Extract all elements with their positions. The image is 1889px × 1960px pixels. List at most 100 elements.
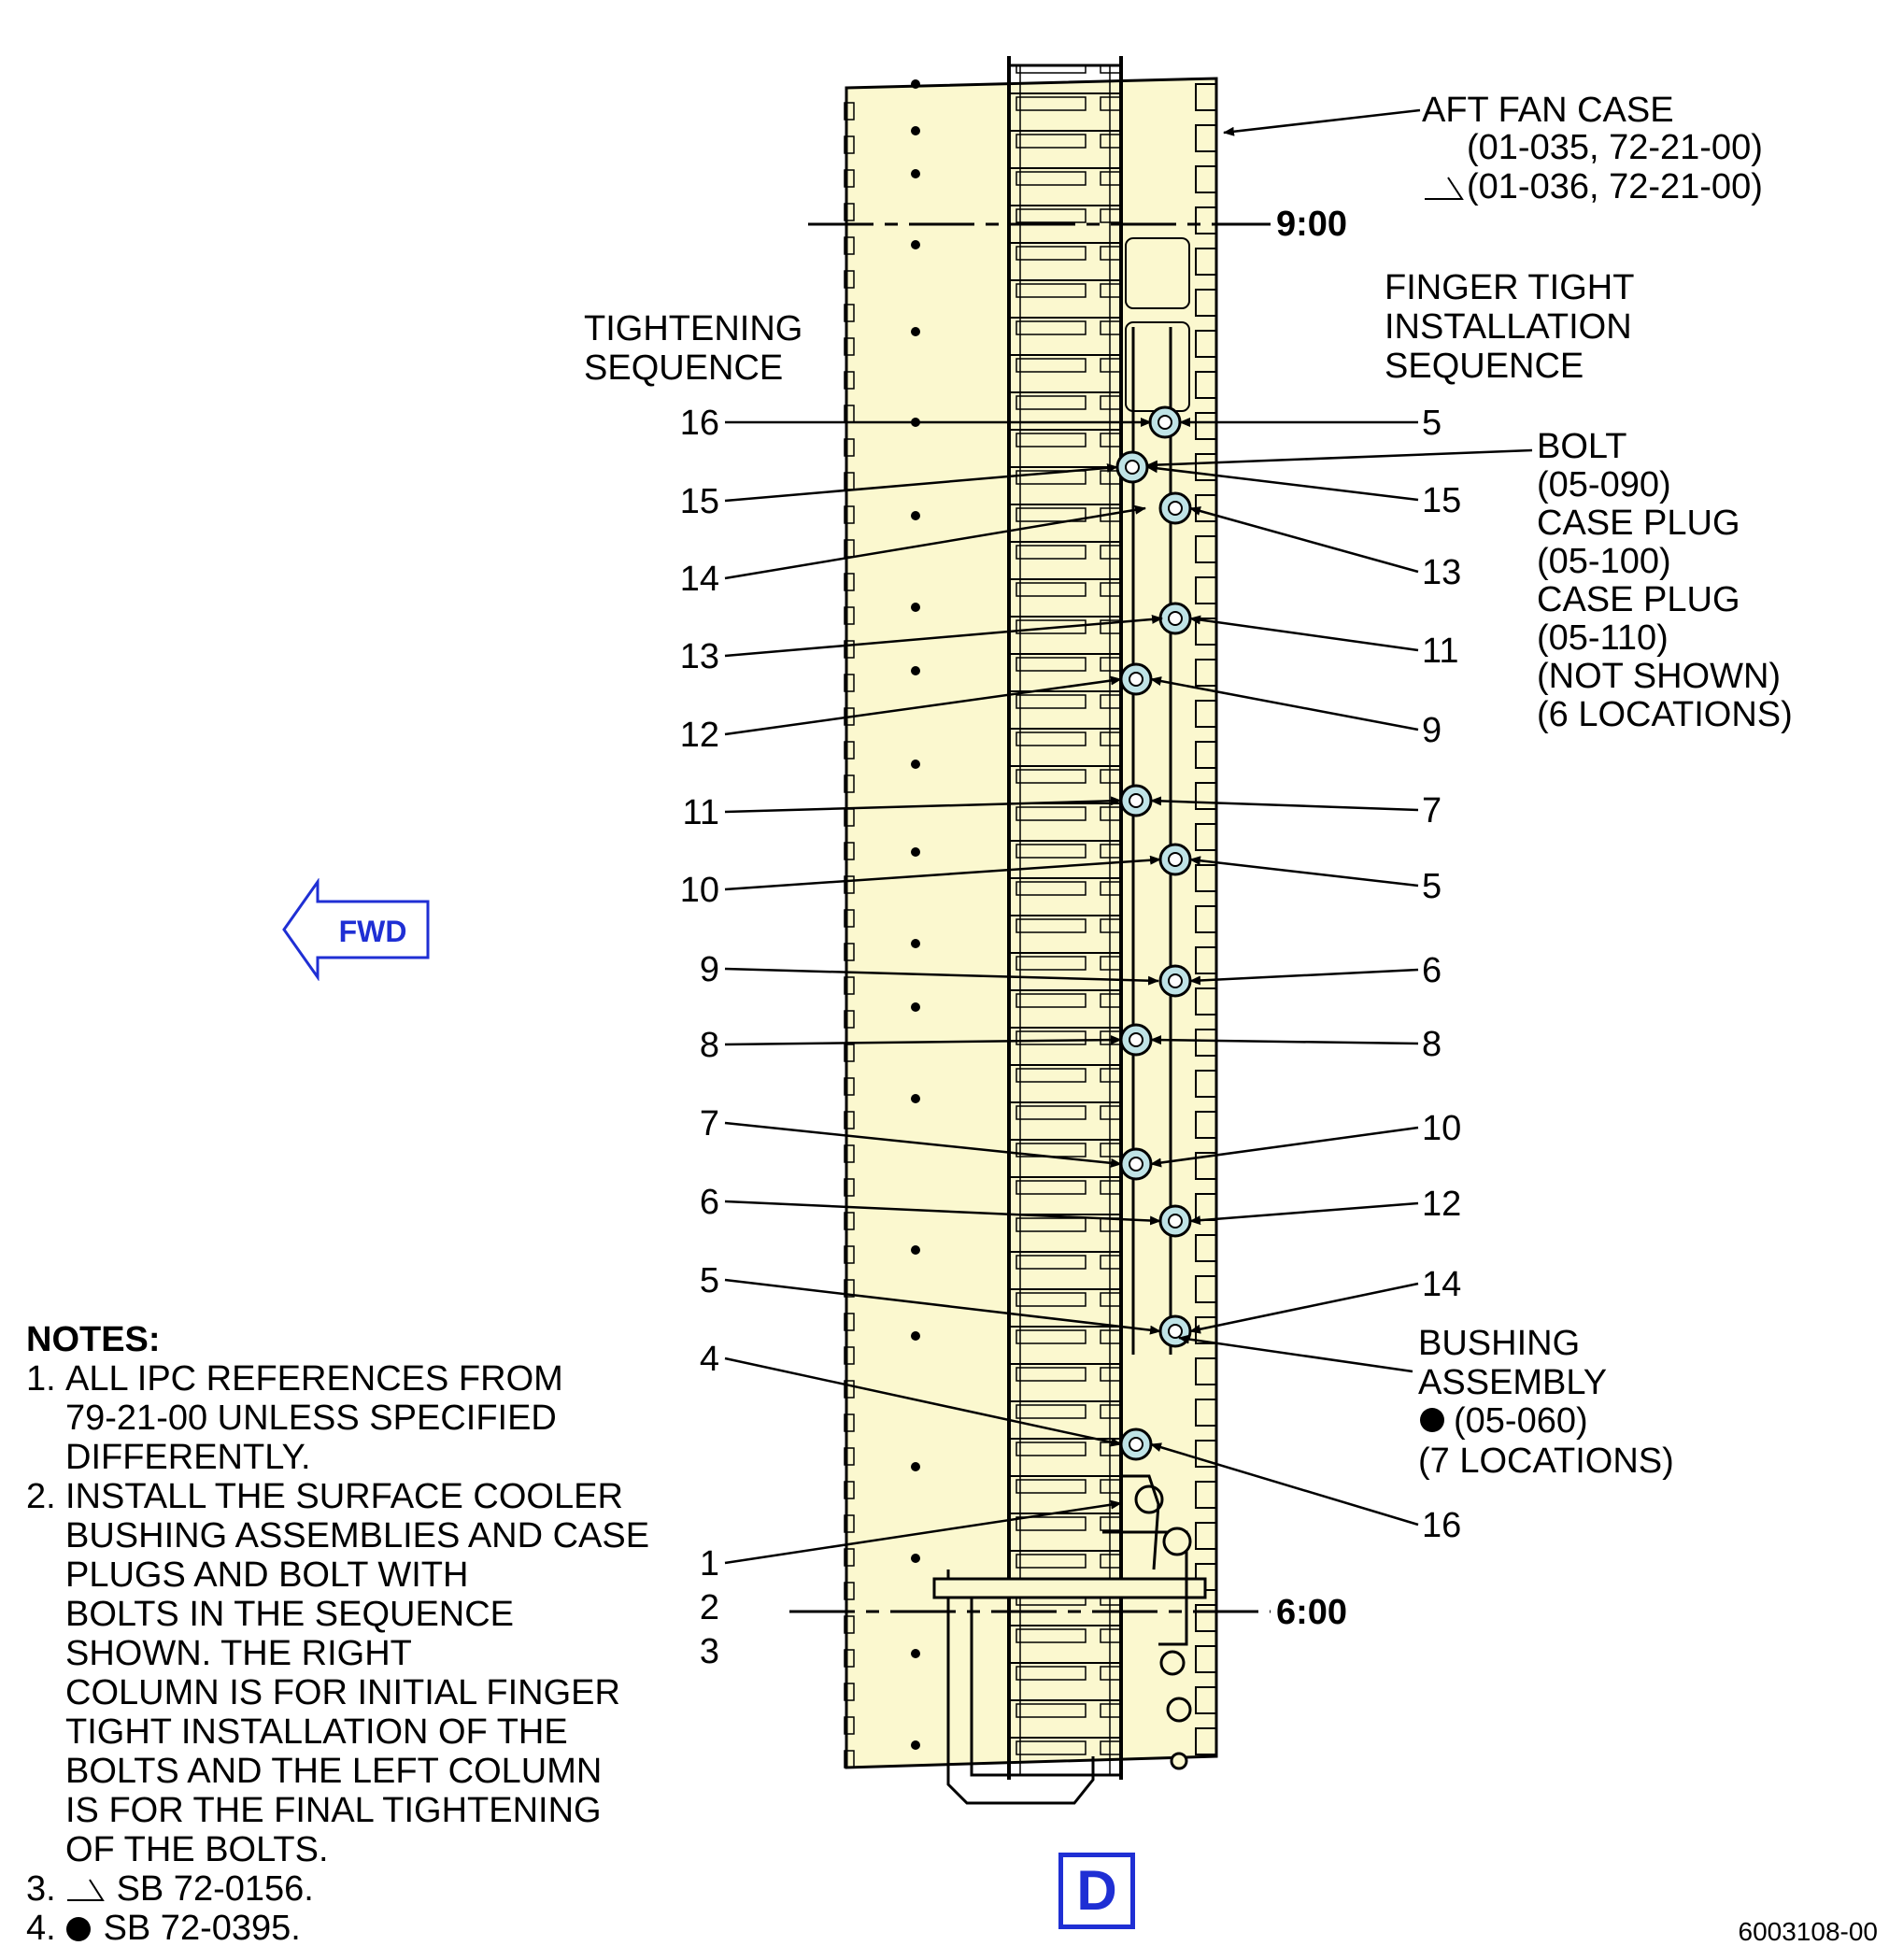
bolt-marker-center bbox=[1168, 1324, 1183, 1339]
right-seq-number: 9 bbox=[1422, 711, 1442, 750]
rivet-dot bbox=[911, 1002, 920, 1012]
bolt-marker-center bbox=[1129, 1032, 1143, 1047]
svg-text:SEQUENCE: SEQUENCE bbox=[1385, 347, 1584, 386]
fwd-arrow: FWD bbox=[282, 878, 430, 981]
left-seq-number: 4 bbox=[700, 1340, 719, 1379]
svg-text:CASE PLUG: CASE PLUG bbox=[1537, 504, 1740, 543]
bolt-marker-center bbox=[1168, 1214, 1183, 1229]
bolt-marker-center bbox=[1125, 460, 1140, 475]
bolt-marker-center bbox=[1158, 415, 1172, 430]
left-seq-number: 13 bbox=[680, 637, 719, 676]
left-seq-leader bbox=[724, 1035, 1122, 1046]
left-seq-leader bbox=[724, 504, 1146, 580]
right-seq-number: 16 bbox=[1422, 1506, 1461, 1545]
aft-fan-case-callout: AFT FAN CASE (01-035, 72-21-00) (01-036,… bbox=[1223, 91, 1763, 206]
lower-plumbing bbox=[932, 1474, 1207, 1805]
svg-text:(NOT SHOWN): (NOT SHOWN) bbox=[1537, 657, 1781, 696]
left-seq-leader bbox=[724, 462, 1118, 503]
fwd-label: FWD bbox=[339, 915, 407, 948]
svg-text:CASE PLUG: CASE PLUG bbox=[1537, 580, 1740, 619]
revision-triangle-icon bbox=[1425, 177, 1464, 200]
view-d-label: D bbox=[1058, 1853, 1135, 1929]
ladder-section bbox=[1007, 64, 1123, 1777]
svg-text:(05-100): (05-100) bbox=[1537, 542, 1671, 581]
left-seq-leader bbox=[724, 614, 1163, 658]
fwd-arrow-icon bbox=[282, 878, 430, 981]
svg-text:FINGER TIGHT: FINGER TIGHT bbox=[1385, 268, 1634, 307]
right-seq-number: 6 bbox=[1422, 951, 1442, 990]
right-seq-number: 11 bbox=[1422, 632, 1458, 671]
right-seq-number: 10 bbox=[1422, 1109, 1461, 1148]
svg-text:INSTALLATION: INSTALLATION bbox=[1385, 307, 1632, 347]
notes-title: NOTES: bbox=[26, 1320, 161, 1359]
right-seq-leader bbox=[1189, 1201, 1419, 1226]
right-seq-leader bbox=[1189, 856, 1419, 888]
left-seq-number: 12 bbox=[680, 716, 719, 755]
left-seq-number: 8 bbox=[700, 1026, 719, 1065]
left-seq-number: 11 bbox=[683, 793, 719, 832]
rivet-dot bbox=[911, 1554, 920, 1563]
left-seq-leader bbox=[724, 967, 1159, 986]
svg-text:(05-060): (05-060) bbox=[1454, 1401, 1588, 1441]
right-seq-number: 15 bbox=[1422, 481, 1461, 520]
right-seq-leader bbox=[1189, 968, 1419, 986]
bolt-marker-center bbox=[1168, 852, 1183, 867]
note-3: 3. SB 72-0156. bbox=[26, 1869, 314, 1909]
left-seq-number: 10 bbox=[680, 871, 719, 910]
rivet-dot bbox=[911, 240, 920, 249]
aft-fan-case-title: AFT FAN CASE bbox=[1422, 91, 1674, 130]
aft-fan-case-ref1: (01-035, 72-21-00) bbox=[1467, 128, 1763, 167]
rivet-dot bbox=[911, 169, 920, 178]
bolt-marker-center bbox=[1129, 793, 1143, 808]
left-seq-number: 16 bbox=[680, 404, 719, 443]
svg-text:SEQUENCE: SEQUENCE bbox=[584, 348, 783, 388]
svg-text:(05-110): (05-110) bbox=[1537, 618, 1669, 658]
rivet-dot bbox=[911, 1094, 920, 1103]
rivet-dot bbox=[911, 847, 920, 857]
left-seq-number: 15 bbox=[680, 482, 719, 521]
right-seq-leader bbox=[1146, 463, 1419, 502]
rivet-dot bbox=[911, 1740, 920, 1750]
revision-triangle-icon bbox=[67, 1879, 105, 1901]
left-seq-number: 9 bbox=[700, 950, 719, 989]
bolt-marker-center bbox=[1168, 501, 1183, 516]
bolt-marker-center bbox=[1168, 611, 1183, 626]
svg-text:TIGHTENING: TIGHTENING bbox=[584, 309, 802, 348]
rivet-dot bbox=[911, 126, 920, 135]
left-seq-leader bbox=[724, 1356, 1122, 1447]
left-seq-number: 5 bbox=[700, 1261, 719, 1300]
left-edge-teeth bbox=[844, 102, 855, 1768]
svg-text:BUSHING: BUSHING bbox=[1418, 1324, 1580, 1363]
rivet-dot bbox=[911, 1331, 920, 1341]
surface-cooler-panel bbox=[844, 56, 1218, 1805]
left-seq-leader bbox=[724, 796, 1122, 814]
rivet-dot bbox=[911, 1649, 920, 1658]
left-seq-leader bbox=[724, 1499, 1122, 1565]
right-seq-number: 5 bbox=[1422, 867, 1442, 906]
bolt-marker-center bbox=[1129, 672, 1143, 687]
right-seq-leader bbox=[1150, 1442, 1419, 1527]
clock-900-label: 9:00 bbox=[1276, 205, 1347, 244]
rivet-dot bbox=[911, 939, 920, 948]
left-seq-number: 1 bbox=[700, 1544, 719, 1584]
sb-0395-dot-icon bbox=[1420, 1408, 1444, 1432]
left-seq-number: 2 bbox=[700, 1588, 719, 1627]
bolt-marker-center bbox=[1168, 973, 1183, 988]
right-seq-number: 14 bbox=[1422, 1265, 1461, 1304]
rivet-dot bbox=[911, 603, 920, 612]
right-seq-number: 13 bbox=[1422, 553, 1461, 592]
left-seq-number: 7 bbox=[700, 1104, 719, 1143]
clock-900-line: 9:00 bbox=[808, 205, 1347, 244]
tightening-heading: TIGHTENING SEQUENCE bbox=[584, 309, 802, 388]
bolt-marker-center bbox=[1129, 1437, 1143, 1452]
note-4: 4. SB 72-0395. bbox=[26, 1909, 301, 1948]
left-seq-number: 6 bbox=[700, 1183, 719, 1222]
left-seq-leader bbox=[724, 1200, 1161, 1226]
rivet-dot bbox=[911, 666, 920, 675]
rivet-dot bbox=[911, 79, 920, 89]
